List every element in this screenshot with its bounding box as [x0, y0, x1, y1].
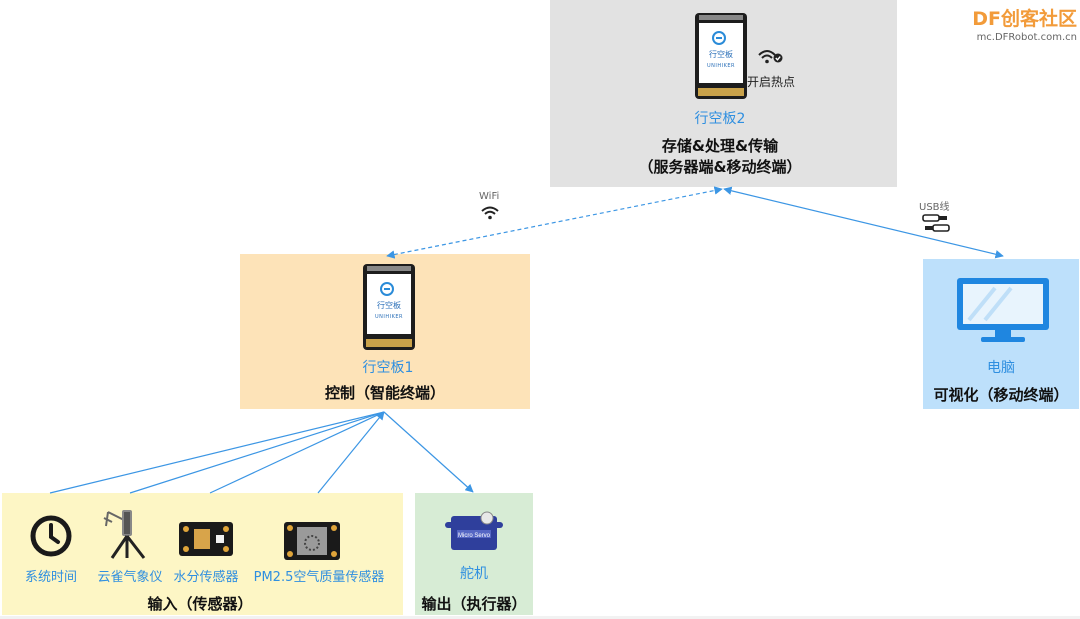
clock-icon — [30, 515, 72, 557]
control-title: 控制（智能终端） — [324, 384, 445, 402]
board-cn-text: 行空板 — [709, 50, 733, 59]
unihiker-logo-icon — [380, 282, 394, 296]
watermark-logo: DF创客社区 mc.DFRobot.com.cn — [962, 4, 1077, 43]
input-title: 输入（传感器） — [147, 595, 253, 613]
input-item-moisture: 水分传感器 — [173, 570, 239, 585]
server-subtitle: （服务器端&移动终端） — [638, 158, 802, 176]
wifi-check-icon — [758, 50, 783, 64]
input-item-pm25: PM2.5空气质量传感器 — [253, 570, 385, 585]
watermark-url: mc.DFRobot.com.cn — [976, 32, 1077, 43]
board-1-label: 行空板1 — [362, 360, 414, 376]
watermark-df: DF — [972, 8, 1001, 30]
board-en-text: UNIHIKER — [706, 63, 736, 69]
moisture-sensor-icon — [179, 522, 233, 556]
monitor-icon — [957, 278, 1049, 342]
pm25-sensor-icon — [284, 522, 340, 560]
output-node — [415, 493, 533, 615]
output-item-servo: 舵机 — [460, 566, 488, 582]
board-2-label: 行空板2 — [694, 111, 746, 127]
servo-icon: Micro Servo — [445, 511, 503, 550]
servo-text: Micro Servo — [458, 533, 491, 539]
board-en-text: UNIHIKER — [374, 314, 404, 320]
link-servo — [383, 411, 474, 493]
usb-link — [723, 186, 1004, 259]
weather-station-icon — [103, 510, 146, 559]
bottom-divider — [0, 616, 1080, 619]
link-moisture — [209, 411, 385, 494]
wifi-link — [386, 186, 723, 259]
server-title: 存储&处理&传输 — [661, 137, 779, 155]
output-title: 输出（执行器） — [421, 595, 527, 613]
board-cn-text: 行空板 — [377, 301, 401, 310]
watermark-cn: 创客社区 — [1000, 8, 1077, 30]
computer-label: 电脑 — [987, 360, 1015, 376]
input-item-weather: 云雀气象仪 — [97, 570, 163, 585]
unihiker-logo-icon — [712, 31, 726, 45]
unihiker-board-1: 行空板 UNIHIKER — [363, 264, 415, 350]
input-item-time: 系统时间 — [24, 570, 77, 585]
link-pm25 — [317, 411, 385, 494]
link-weather — [129, 411, 385, 494]
unihiker-board-2: 行空板 UNIHIKER — [695, 13, 747, 99]
computer-title: 可视化（移动终端） — [933, 386, 1069, 404]
link-time — [49, 411, 385, 494]
hotspot-label: 开启热点 — [747, 75, 796, 89]
